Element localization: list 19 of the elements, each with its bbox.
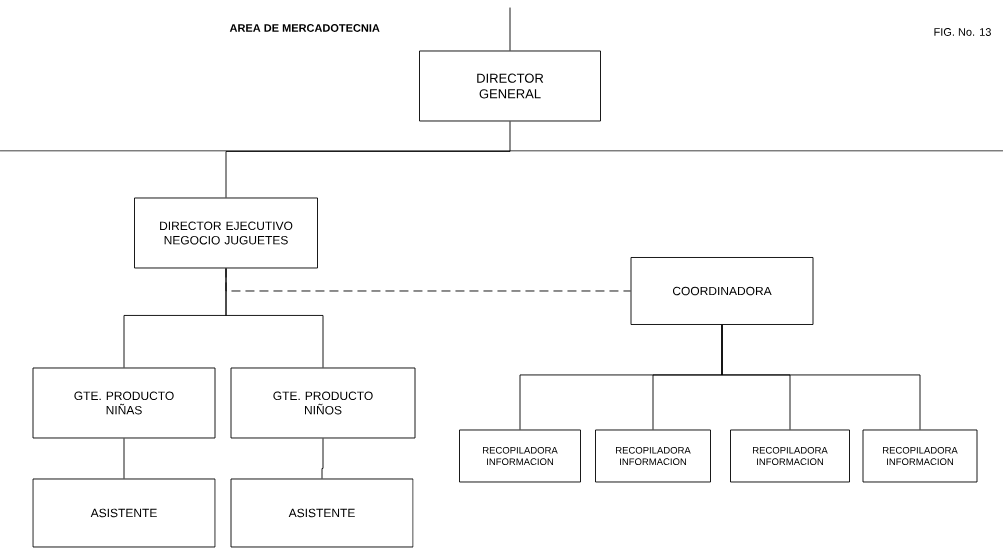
- chart-label: AREA DE MERCADOTECNIA: [229, 24, 380, 32]
- org-box: DIRECTOR GENERAL: [419, 50, 601, 122]
- connector-line: [721, 324, 921, 430]
- connector-line: [225, 121, 511, 198]
- connector-line: [321, 438, 324, 479]
- org-box: RECOPILADORA INFORMACION: [595, 429, 711, 483]
- connector-line: [225, 268, 324, 368]
- org-box: DIRECTOR EJECUTIVO NEGOCIO JUGUETES: [134, 197, 318, 269]
- org-box: ASISTENTE: [230, 478, 414, 548]
- org-box: COORDINADORA: [630, 257, 814, 325]
- org-box: RECOPILADORA INFORMACION: [862, 429, 978, 483]
- org-box: GTE. PRODUCTO NIÑOS: [230, 367, 416, 439]
- connector-line: [123, 438, 125, 479]
- org-box: ASISTENTE: [32, 478, 216, 548]
- connector-line: [509, 7, 511, 51]
- chart-label: FIG. No. 13: [934, 28, 991, 36]
- org-box: RECOPILADORA INFORMACION: [730, 429, 850, 483]
- org-box: RECOPILADORA INFORMACION: [459, 429, 581, 483]
- org-box: GTE. PRODUCTO NIÑAS: [32, 367, 216, 439]
